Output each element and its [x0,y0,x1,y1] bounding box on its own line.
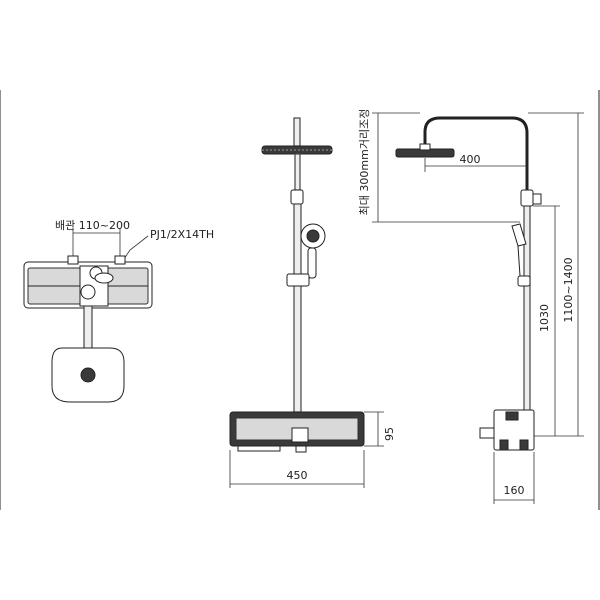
top-view: 배관 110~200 PJ1/2X14TH [23,219,214,403]
side-mixer-inlet-2 [519,439,529,451]
side-mixer-inlet-1 [499,439,509,451]
front-tray [237,445,281,452]
side-view: 400 최대 300mm거리조정 1030 1100~1400 [358,109,584,504]
front-mixer-handle [291,427,309,443]
thread-leader [121,235,149,263]
front-spout [295,445,307,453]
hand-shower-head-top [94,272,114,284]
front-view: 95 450 [229,117,396,488]
height-adjust-label: 최대 300mm거리조정 [358,109,371,216]
side-joint-knob [532,193,542,205]
front-joint [290,189,304,205]
hand-shower-hub [80,284,96,300]
front-main-bar [293,203,302,413]
side-arm [423,116,529,190]
thread-label: PJ1/2X14TH [150,228,214,241]
front-upper-pipe [294,153,301,191]
side-joint [520,189,534,207]
side-main-bar [523,205,531,413]
rain-head-connector [80,367,96,383]
front-hand-shower-handle [307,247,317,279]
front-slide-holder [286,273,310,287]
front-rain-neck [293,117,301,147]
side-hand-shower [511,223,527,247]
side-rain-joint [419,143,431,151]
front-rain-head [261,145,333,155]
front-hand-shower-nozzle [306,229,320,243]
dim-95-label: 95 [383,427,396,441]
side-slide-holder [517,275,531,287]
dim-160-label: 160 [504,484,525,497]
dim-1030-label: 1030 [538,304,551,332]
dim-450-label: 450 [287,469,308,482]
dim-1100-1400-label: 1100~1400 [562,257,575,322]
dim-400-label: 400 [460,153,481,166]
side-mixer-outlet [479,427,495,439]
inlet-left [67,255,79,265]
side-mixer-top [505,411,519,421]
side-hose [517,245,521,277]
pipe-spacing-label: 배관 110~200 [55,219,130,232]
inlet-right [114,255,126,265]
